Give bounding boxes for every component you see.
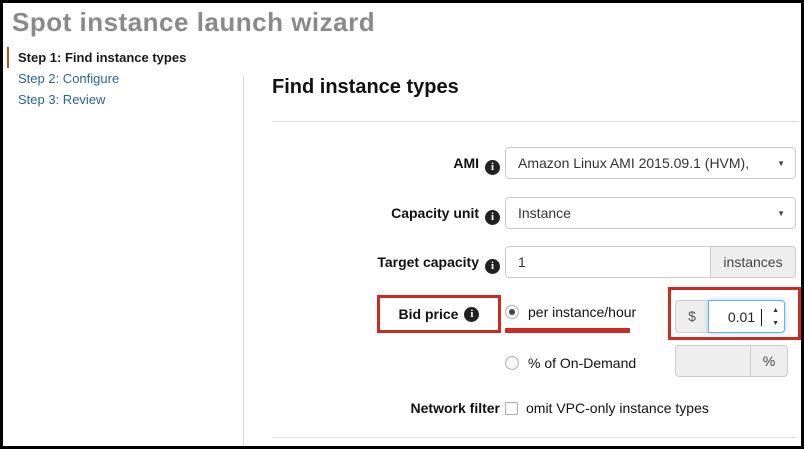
vpc-filter-checkbox-label: omit VPC-only instance types	[526, 400, 709, 416]
bottom-divider	[272, 437, 796, 438]
sidebar-divider	[243, 75, 244, 446]
chevron-down-icon[interactable]: ▼	[772, 320, 779, 327]
capacity-unit-select[interactable]: Instance ▼	[505, 197, 796, 229]
bid-per-instance-option: per instance/hour	[505, 304, 636, 320]
bid-price-input[interactable]: 0.01 ▲ ▼	[708, 300, 785, 333]
capacity-unit-label-text: Capacity unit	[391, 205, 479, 221]
instances-addon: instances	[710, 246, 796, 278]
capacity-unit-row: Capacity unit i Instance ▼	[272, 197, 799, 230]
bid-percent-radio-label: % of On-Demand	[528, 355, 637, 371]
ami-label: AMI i	[272, 147, 500, 180]
network-filter-row: Network filter omit VPC-only instance ty…	[272, 399, 799, 417]
sidebar-item-step-3[interactable]: Step 3: Review	[18, 92, 106, 107]
info-icon[interactable]: i	[485, 160, 500, 175]
sidebar-item-step-2[interactable]: Step 2: Configure	[18, 71, 120, 86]
page-title: Spot instance launch wizard	[12, 7, 376, 37]
wizard-steps: Step 1: Find instance types Step 2: Conf…	[7, 47, 186, 110]
bid-percent-radio[interactable]	[505, 356, 519, 370]
radio-dot	[509, 309, 515, 315]
capacity-unit-select-value: Instance	[518, 205, 571, 221]
sidebar-item-step-1[interactable]: Step 1: Find instance types	[7, 47, 186, 68]
vpc-filter-checkbox[interactable]	[505, 401, 518, 415]
number-stepper[interactable]: ▲ ▼	[770, 304, 781, 330]
chevron-down-icon: ▼	[777, 159, 785, 168]
text-cursor	[761, 309, 762, 326]
bid-price-label: Bid price	[398, 306, 459, 322]
bid-price-input-group: $ 0.01 ▲ ▼	[675, 300, 785, 333]
heading-divider	[272, 121, 799, 122]
bid-percent-option: % of On-Demand	[505, 355, 636, 371]
ami-label-text: AMI	[453, 155, 479, 171]
annotation-box-bid-price-label: Bid price i	[377, 295, 501, 333]
annotation-box-bid-price-input	[668, 287, 801, 340]
currency-addon: $	[675, 300, 708, 333]
bid-price-value: 0.01	[727, 308, 756, 325]
ami-row: AMI i Amazon Linux AMI 2015.09.1 (HVM), ▼	[272, 147, 799, 180]
percent-input-group: %	[675, 345, 788, 377]
bid-per-instance-radio[interactable]	[505, 305, 519, 319]
chevron-down-icon: ▼	[777, 209, 785, 218]
target-capacity-input[interactable]	[505, 246, 710, 278]
capacity-unit-label: Capacity unit i	[272, 197, 500, 230]
info-icon[interactable]: i	[485, 210, 500, 225]
target-capacity-label: Target capacity i	[272, 246, 500, 279]
info-icon[interactable]: i	[485, 259, 500, 274]
ami-select[interactable]: Amazon Linux AMI 2015.09.1 (HVM), ▼	[505, 147, 796, 179]
percent-input	[675, 345, 750, 377]
percent-addon: %	[750, 345, 788, 377]
bid-per-instance-radio-label: per instance/hour	[528, 304, 637, 320]
target-capacity-row: Target capacity i instances	[272, 246, 799, 279]
ami-select-value: Amazon Linux AMI 2015.09.1 (HVM),	[518, 155, 750, 171]
section-heading: Find instance types	[272, 76, 459, 98]
target-capacity-label-text: Target capacity	[377, 254, 479, 270]
chevron-up-icon[interactable]: ▲	[772, 307, 779, 314]
info-icon[interactable]: i	[464, 306, 480, 322]
network-filter-label: Network filter	[410, 400, 500, 416]
annotation-underline-per-instance	[505, 328, 630, 333]
